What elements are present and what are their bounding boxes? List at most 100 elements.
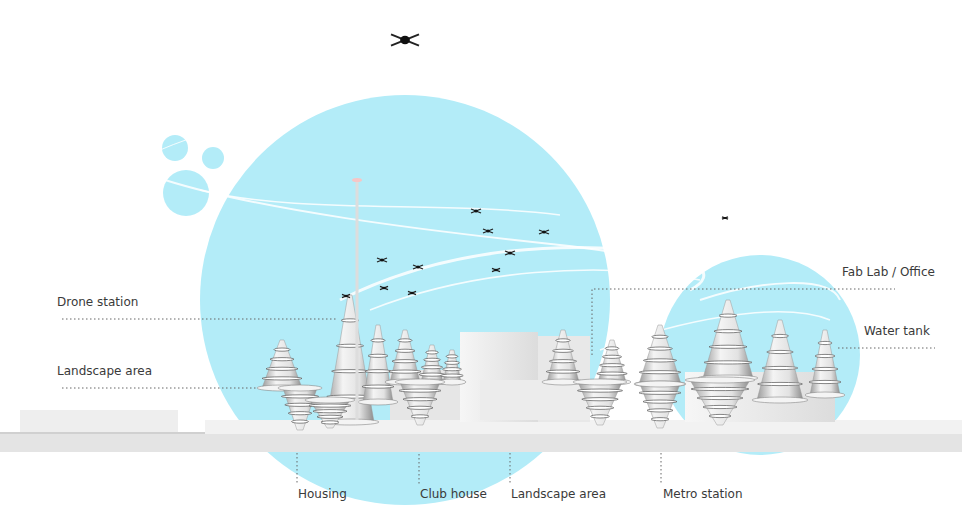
callout-label: Club house <box>420 487 487 501</box>
tower <box>262 340 302 388</box>
callout-label: Metro station <box>663 487 743 501</box>
tower-ring <box>758 382 803 385</box>
tower <box>640 384 680 428</box>
tower-ring <box>809 380 841 383</box>
tower <box>400 382 440 425</box>
drone-arm <box>539 230 549 234</box>
tower-ring <box>600 364 625 367</box>
tower-ring <box>446 355 458 358</box>
tower-ring <box>709 345 747 348</box>
tower-ring <box>582 398 618 401</box>
tower-ring <box>647 409 673 412</box>
tower-ring <box>421 366 442 369</box>
tower-ring <box>332 370 369 373</box>
tower-ring <box>697 396 743 399</box>
tower-ring <box>321 421 339 424</box>
tower-ring <box>368 354 388 357</box>
drone-arm <box>380 286 388 289</box>
flight-swirls <box>160 70 840 350</box>
drone-arm <box>391 34 419 45</box>
tower-ring <box>288 412 312 415</box>
tower-ring <box>395 349 415 352</box>
tower-ring <box>399 389 441 392</box>
tower-ring <box>602 355 621 358</box>
platform <box>752 397 808 403</box>
building-blocks <box>205 332 962 434</box>
tower-ring <box>441 374 463 377</box>
drone-body <box>416 266 420 269</box>
tower-ring <box>643 359 676 362</box>
drone-arm <box>722 217 728 219</box>
leader-lines <box>62 289 935 484</box>
tower-ring <box>597 372 627 375</box>
drone-arm <box>342 294 350 297</box>
drone-arm <box>505 251 515 255</box>
platform <box>805 392 845 398</box>
tower <box>690 380 750 425</box>
drone-arm <box>408 291 416 294</box>
drone-arm <box>413 265 423 269</box>
tower-ring <box>703 405 737 408</box>
tower-ring <box>426 351 438 354</box>
tower-ring <box>546 370 580 373</box>
drone-arm <box>483 229 493 233</box>
tower <box>310 400 350 428</box>
platform <box>573 379 627 385</box>
tower <box>757 320 803 400</box>
tower-ring <box>719 314 737 317</box>
drones <box>342 34 728 297</box>
tower-ring <box>812 367 838 370</box>
tower-ring <box>556 339 570 342</box>
drone-arm <box>492 268 500 271</box>
tower <box>639 325 681 384</box>
platform <box>685 377 755 383</box>
tower <box>598 340 626 382</box>
platform <box>395 379 445 385</box>
callout-label: Drone station <box>57 295 138 309</box>
drone-arm <box>342 294 350 297</box>
tower-ring <box>639 371 681 374</box>
tower-ring <box>648 347 673 350</box>
tower-ring <box>389 370 421 373</box>
tower <box>578 382 622 425</box>
callout-label: Landscape area <box>511 487 606 501</box>
drone-body <box>345 295 348 297</box>
tower-ring <box>398 339 412 342</box>
tower-ring <box>815 354 835 357</box>
drone-arm <box>408 291 416 294</box>
tower-ring <box>403 398 437 401</box>
tower <box>390 330 420 382</box>
drone-body <box>383 287 386 289</box>
callout-label: Landscape area <box>57 364 152 378</box>
drone-body <box>474 210 478 213</box>
drone-body <box>400 36 410 44</box>
tower-ring <box>605 347 619 350</box>
drone-body <box>411 292 414 294</box>
tower-ring <box>767 350 793 353</box>
tower-ring <box>652 335 668 338</box>
tower-ring <box>762 366 798 369</box>
drone-arm <box>722 217 728 219</box>
tower-ring <box>424 358 441 361</box>
callout-label: Fab Lab / Office <box>842 265 935 279</box>
tower-ring <box>270 358 294 361</box>
tower-ring <box>292 420 309 423</box>
drone-body <box>486 230 490 233</box>
tower-ring <box>266 367 298 370</box>
tower <box>810 330 840 395</box>
tower-ring <box>371 339 385 342</box>
platform <box>358 399 398 405</box>
drone-arm <box>471 209 481 213</box>
callout-label: Housing <box>298 487 347 501</box>
drone-body <box>495 269 498 271</box>
tower <box>363 325 393 402</box>
tower-ring <box>362 385 394 388</box>
tower-ring <box>365 370 391 373</box>
callout-label: Water tank <box>864 324 930 338</box>
drone-arm <box>413 265 423 269</box>
drone-mast <box>352 178 362 420</box>
tower-ring <box>639 391 681 394</box>
drone-arm <box>483 229 493 233</box>
tower-ring <box>262 377 302 380</box>
